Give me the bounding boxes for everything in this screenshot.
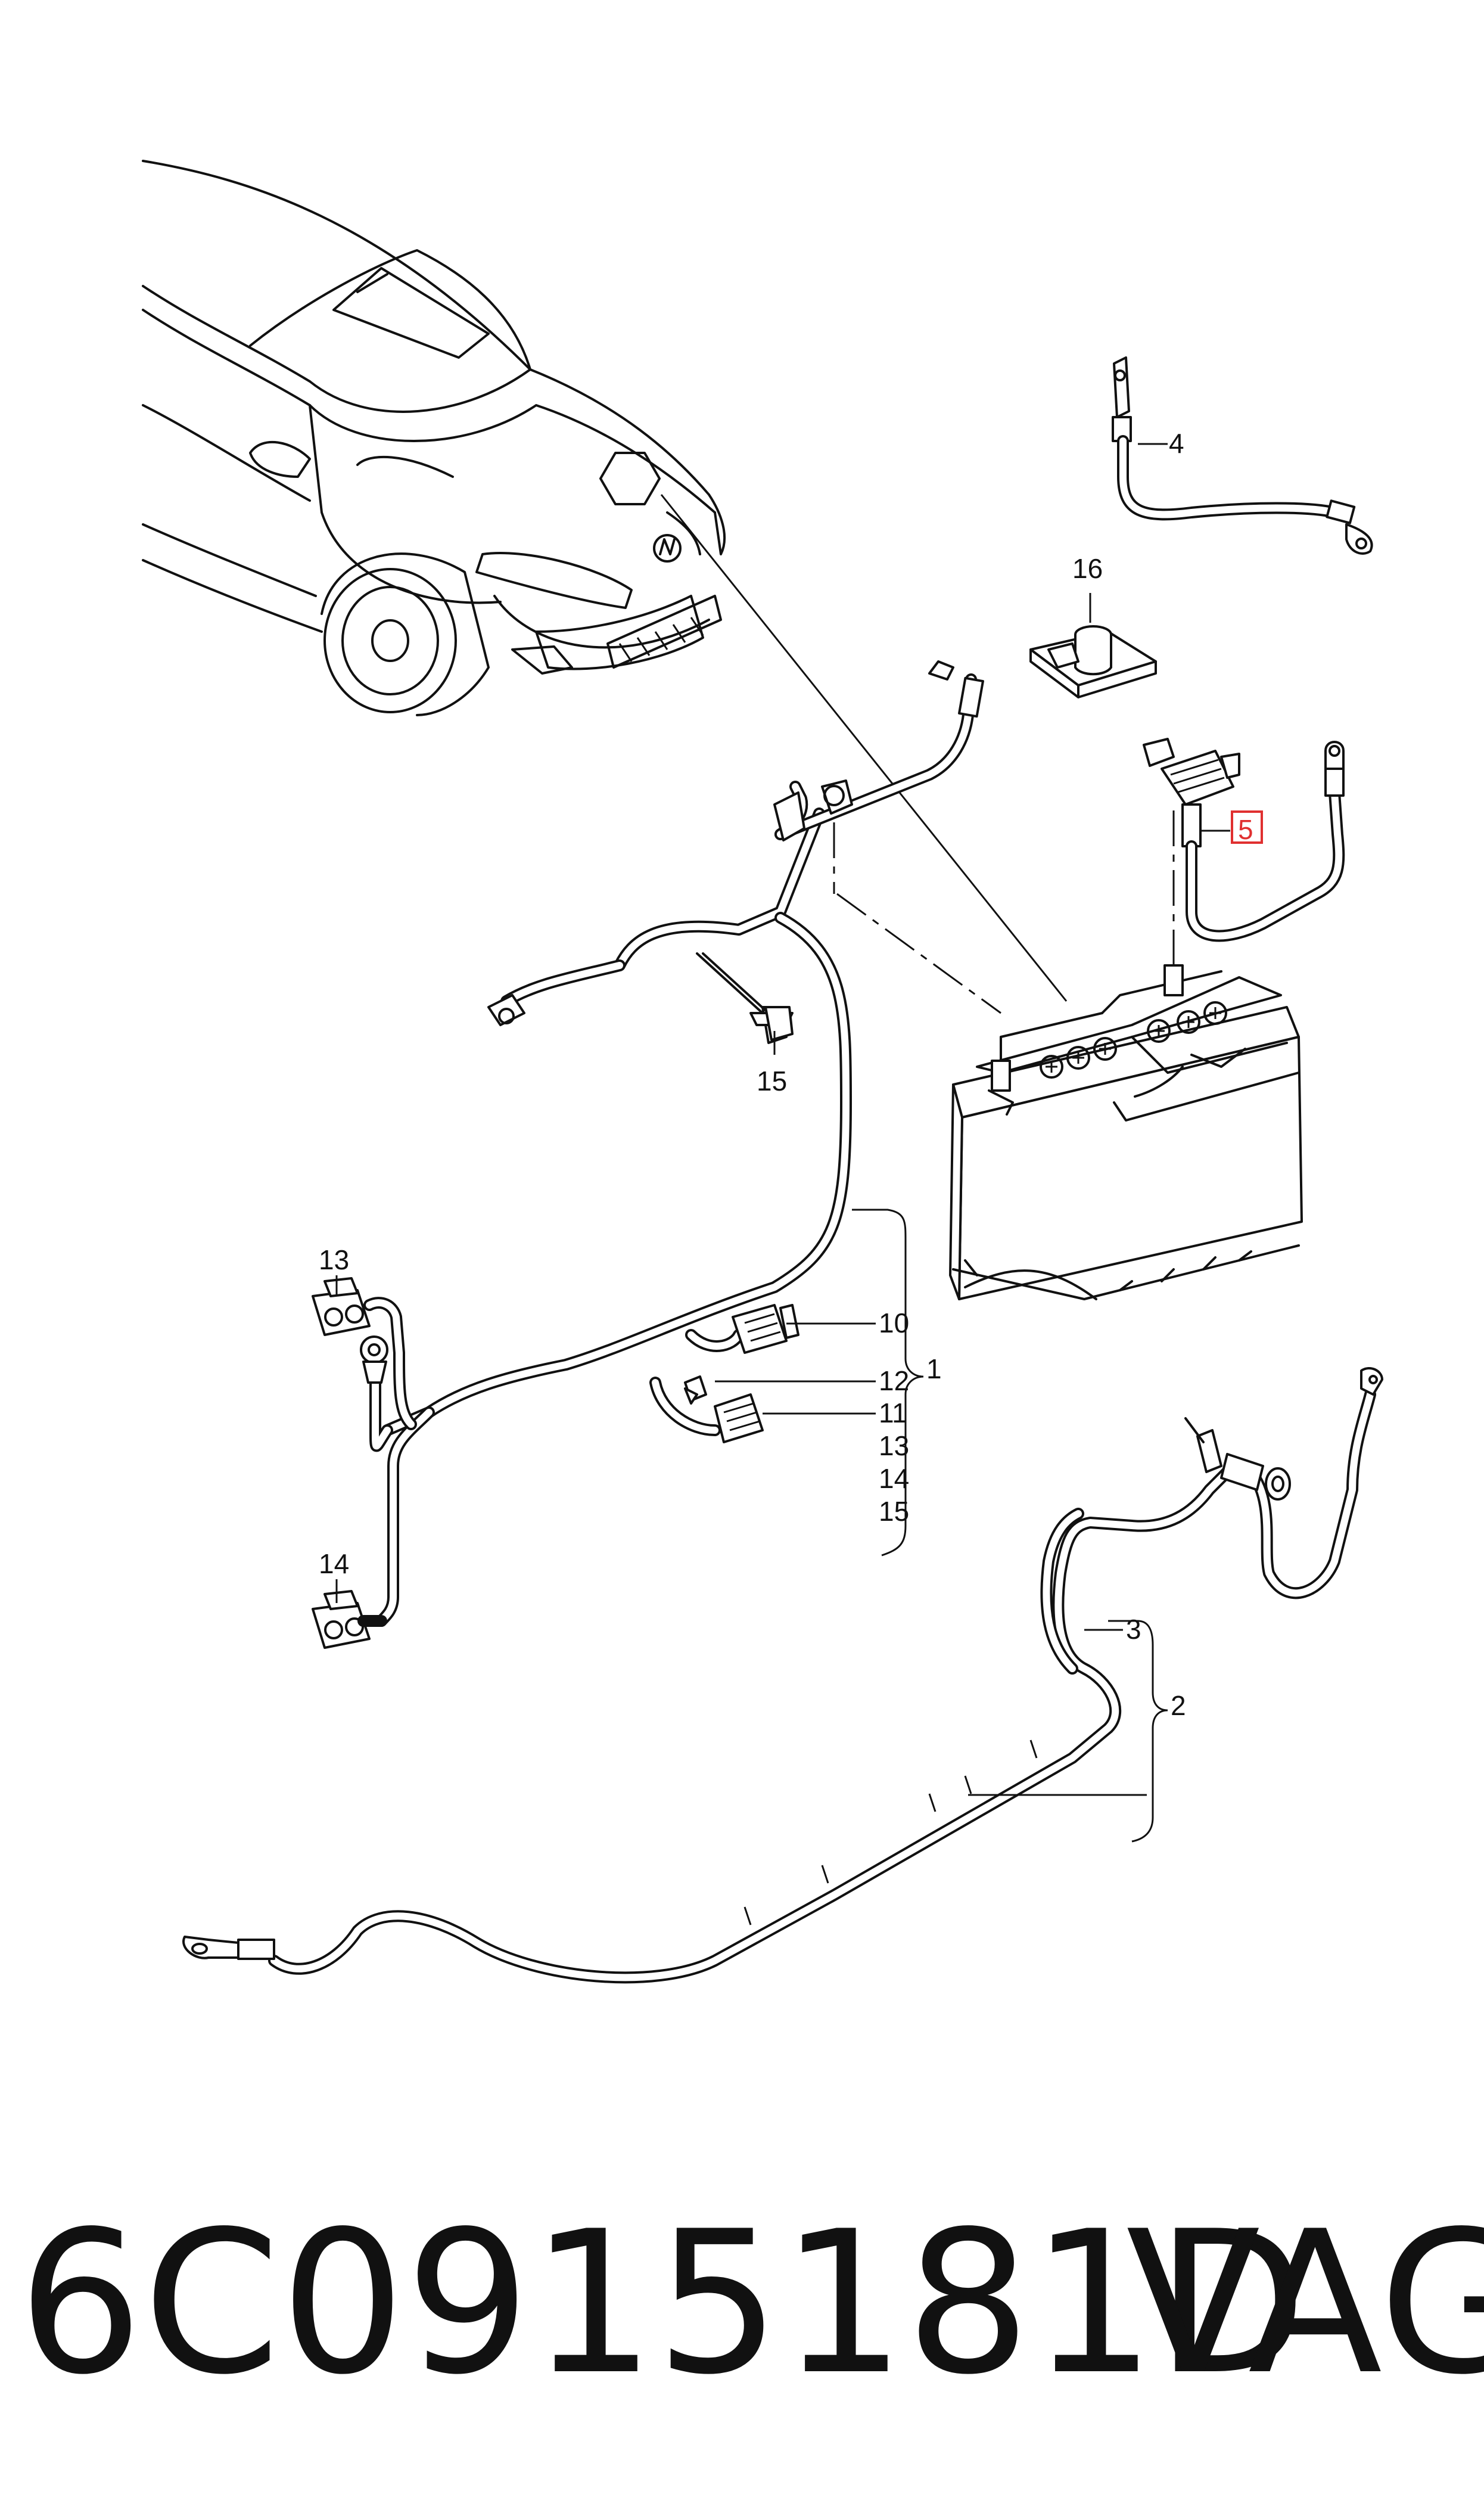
brand-label: VAG: [1126, 2189, 1484, 2418]
callout-11: 11: [879, 1397, 907, 1428]
callout-3: 3: [1126, 1614, 1141, 1645]
callout-12: 12: [879, 1365, 909, 1396]
callout-14-bottom: 14: [319, 1548, 349, 1579]
callout-14-list: 14: [879, 1463, 909, 1494]
wiring-diagram: 4 16 5 15 13 10 12 1 11 13 14 15 14 3 2: [142, 160, 1383, 1984]
callout-2: 2: [1171, 1690, 1186, 1721]
callout-13-list: 13: [879, 1430, 909, 1461]
callout-15-top: 15: [757, 1066, 787, 1097]
battery-cable-5: [1143, 738, 1345, 942]
positive-cable-2-3: [182, 1367, 1383, 1984]
battery-cable-4: [1112, 356, 1373, 555]
terminal-cover-16: [1029, 625, 1157, 698]
car-front-illustration: [142, 160, 726, 716]
dash-leader-1: [836, 893, 1001, 1014]
clip-15: [702, 952, 794, 1041]
callout-1: 1: [926, 1353, 942, 1384]
callout-16: 16: [1072, 553, 1103, 584]
brace-1: [852, 1209, 924, 1557]
callout-13-top: 13: [319, 1244, 349, 1275]
callout-4: 4: [1169, 428, 1184, 459]
highlight-box-5: [1231, 810, 1263, 844]
brace-2: [1108, 1620, 1168, 1843]
part-number: 6C0915181D: [18, 2189, 1308, 2418]
battery-illustration: [949, 964, 1303, 1300]
callout-15-list: 15: [879, 1496, 909, 1527]
callout-labels: 4 16 5 15 13 10 12 1 11 13 14 15 14 3 2: [319, 428, 1263, 1721]
callout-10: 10: [879, 1307, 909, 1338]
battery-location-leader: [660, 494, 1068, 1002]
callout-5: 5: [1238, 814, 1253, 845]
